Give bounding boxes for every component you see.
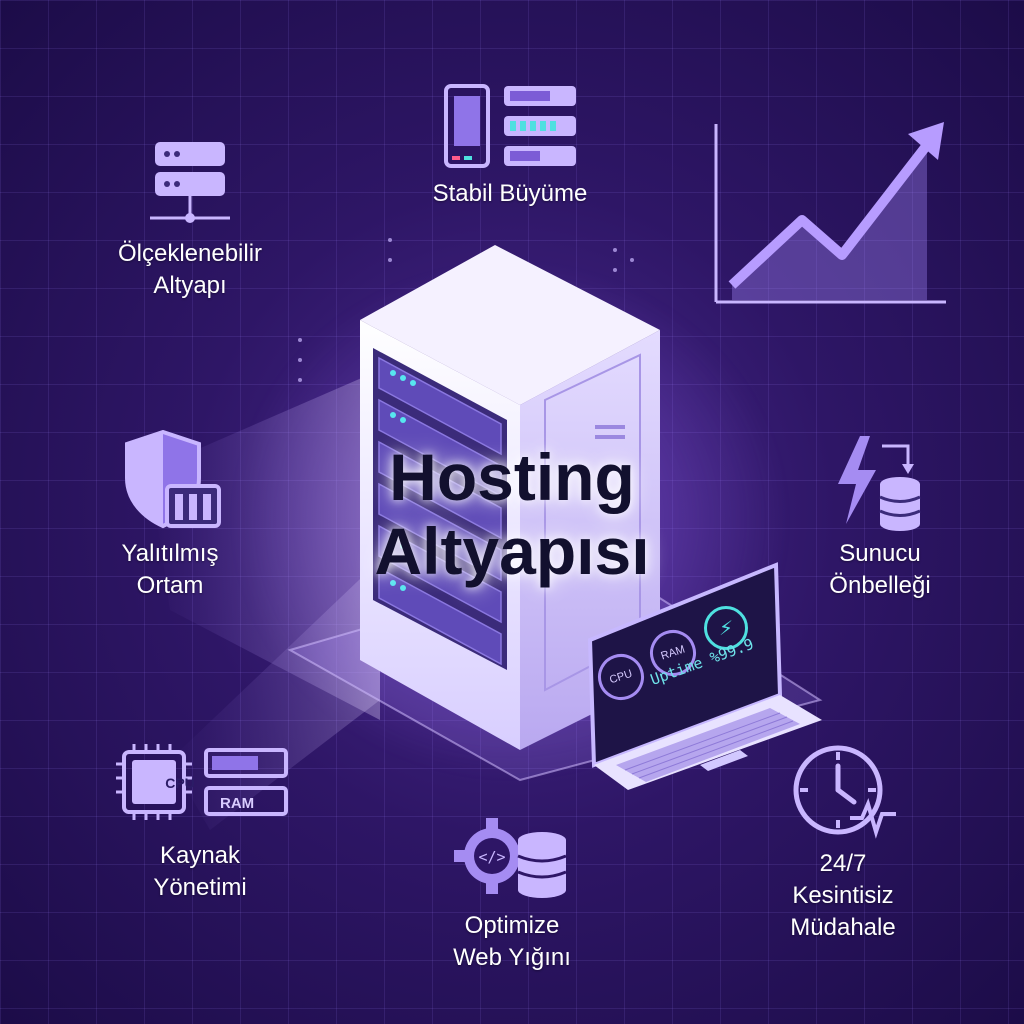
growth-chart-icon xyxy=(714,122,946,304)
feature-growth: Stabil Büyüme xyxy=(380,82,640,210)
feature-growth-label: Stabil Büyüme xyxy=(432,180,588,207)
clock-pulse-icon xyxy=(793,745,896,839)
feature-support-label: 24/7 Kesintisiz Müdahale xyxy=(790,850,896,941)
laptop-cpu-label: CPU xyxy=(608,667,634,687)
feature-resources: Kaynak Yönetimi xyxy=(80,742,320,904)
feature-isolated: Yalıtılmış Ortam xyxy=(40,430,300,602)
title-line-1: Hosting xyxy=(389,440,635,514)
server-stack-icon xyxy=(150,142,230,223)
feature-webstack-label: Optimize Web Yığını xyxy=(453,912,571,971)
cpu-icon-text: CPU xyxy=(165,775,195,791)
main-title: Hosting Altyapısı xyxy=(0,440,1024,588)
feature-cache: Sunucu Önbelleği xyxy=(760,432,1000,602)
cpu-ram-icon xyxy=(116,744,288,820)
shield-icon xyxy=(125,430,221,529)
svg-text:</>: </> xyxy=(478,848,505,866)
feature-webstack: </> Optimize Web Yığını xyxy=(392,812,632,974)
gear-code-database-icon: </> xyxy=(454,818,567,898)
feature-support: 24/7 Kesintisiz Müdahale xyxy=(728,740,958,944)
feature-scalable: Ölçeklenebilir Altyapı xyxy=(60,140,320,302)
feature-scalable-label: Ölçeklenebilir Altyapı xyxy=(117,240,263,299)
title-line-2: Altyapısı xyxy=(374,514,650,588)
feature-isolated-label: Yalıtılmış Ortam xyxy=(121,540,219,599)
feature-resources-label: Kaynak Yönetimi xyxy=(153,842,247,901)
server-rack-icon xyxy=(444,84,576,168)
feature-cache-label: Sunucu Önbelleği xyxy=(829,540,931,599)
laptop-lightning-gauge: ⚡ xyxy=(704,606,748,650)
lightning-database-icon xyxy=(838,436,921,531)
lightning-icon: ⚡ xyxy=(718,617,734,640)
ram-icon-text: RAM xyxy=(220,795,255,812)
server-tower-illustration xyxy=(360,245,660,750)
